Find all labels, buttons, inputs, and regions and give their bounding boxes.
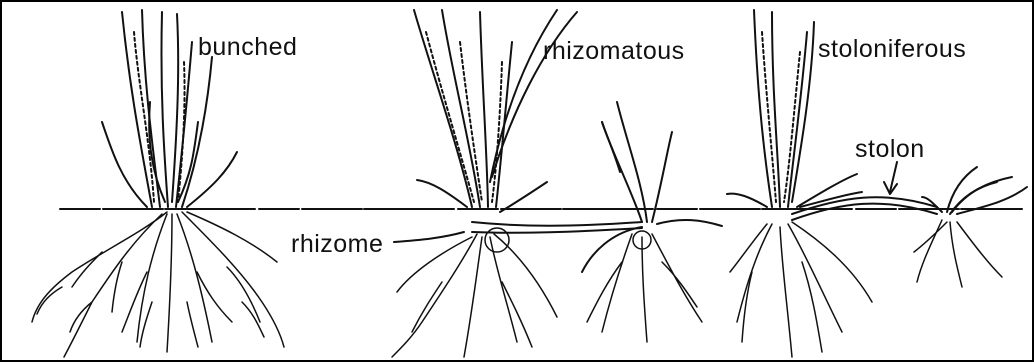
- rhizome-pointer: [394, 232, 464, 242]
- stoloniferous-plant-roots: [730, 220, 1002, 357]
- label-bunched: bunched: [198, 35, 297, 60]
- label-rhizome: rhizome: [291, 232, 383, 257]
- rhizomatous-daughter-shoot: [582, 102, 722, 272]
- bunched-plant-roots: [32, 212, 284, 357]
- stoloniferous-daughter-shoot: [922, 167, 1027, 214]
- label-rhizomatous: rhizomatous: [543, 39, 685, 64]
- bunched-plant: [32, 10, 284, 357]
- label-stoloniferous: stoloniferous: [818, 37, 966, 62]
- label-stolon: stolon: [855, 137, 925, 162]
- rhizomatous-plant-roots: [392, 228, 702, 357]
